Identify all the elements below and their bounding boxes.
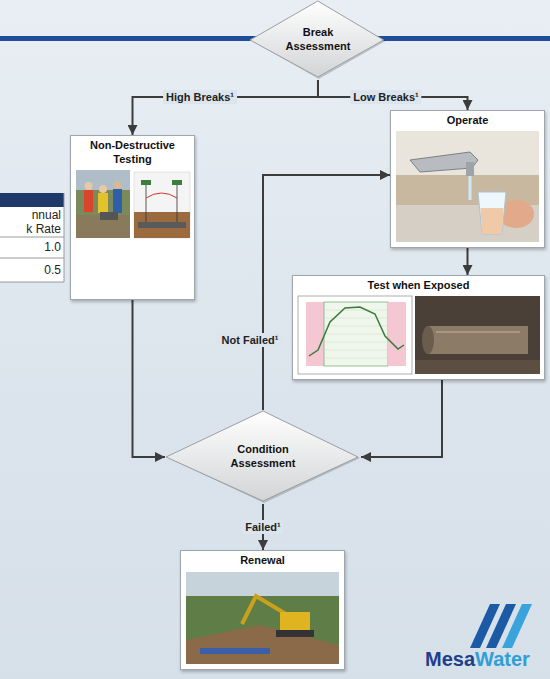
table-rules (0, 193, 64, 282)
edge-label: Failed¹ (242, 520, 283, 534)
diamond-shape (166, 411, 358, 501)
diamond-shape (250, 1, 384, 77)
node-title: Operate (391, 111, 544, 128)
faucet-spout (466, 162, 474, 176)
table-cell: 0.5 (24, 264, 61, 278)
excavator-body (280, 612, 310, 630)
worker-head (99, 185, 107, 193)
flow-connector (133, 300, 166, 457)
wall-chart (298, 296, 412, 374)
dirt (186, 625, 339, 664)
pipe-section (138, 222, 186, 228)
test-equipment (100, 212, 118, 220)
node-title: Renewal (181, 551, 344, 568)
excavator-track (276, 630, 314, 637)
edge-label: High Breaks¹ (163, 90, 237, 104)
glass (478, 192, 506, 234)
new-pipe (200, 648, 270, 654)
photo-wall (396, 131, 539, 175)
sensor-lead (146, 185, 177, 222)
field-photo (76, 170, 130, 238)
photo-sky (186, 572, 339, 596)
excavator-arm (242, 596, 286, 624)
table-header (0, 193, 64, 207)
worker-body (98, 193, 108, 213)
sensor-symbol (172, 180, 182, 185)
flow-connector (318, 80, 468, 110)
table-body (0, 207, 64, 282)
node-title: Non-Destructive Testing (71, 136, 194, 167)
edge-label: Not Failed¹ (219, 333, 282, 347)
worker-body (84, 190, 93, 212)
logo-mark (502, 604, 532, 648)
logo-text: Mesa (425, 648, 475, 671)
flow-connector (133, 80, 318, 135)
logo-text: Water (475, 648, 530, 671)
flow-connector (467, 248, 469, 275)
tap-photo (396, 131, 539, 242)
pipe-end (422, 326, 434, 354)
node-title: Condition Assessment (221, 443, 305, 471)
chart-grid (306, 310, 406, 358)
renewal-photo (186, 572, 339, 664)
node-title: Break Assessment (283, 26, 353, 54)
node-title: Test when Exposed (293, 276, 544, 293)
exposed-pipe (428, 326, 528, 354)
table-cell: nnual k Rate (24, 209, 61, 237)
water-stream (469, 176, 472, 200)
chart-curve (309, 307, 404, 356)
decision-diamond: Break Assessment (249, 0, 387, 80)
sensor-symbol (141, 180, 151, 185)
soil-section (134, 212, 190, 238)
glass-water (481, 208, 504, 234)
flow-connector (361, 380, 442, 457)
schematic-panel (134, 172, 190, 238)
worker-body (113, 189, 122, 213)
trench-floor (415, 360, 540, 374)
table-cell: 1.0 (24, 241, 61, 255)
signal-wave (146, 193, 177, 198)
worker-head (114, 181, 122, 189)
edge-label: Low Breaks¹ (350, 90, 421, 104)
pipe-photo (415, 296, 540, 374)
worker-head (85, 182, 93, 190)
decision-diamond: Condition Assessment (165, 410, 361, 504)
pipe-highlight (436, 331, 520, 333)
